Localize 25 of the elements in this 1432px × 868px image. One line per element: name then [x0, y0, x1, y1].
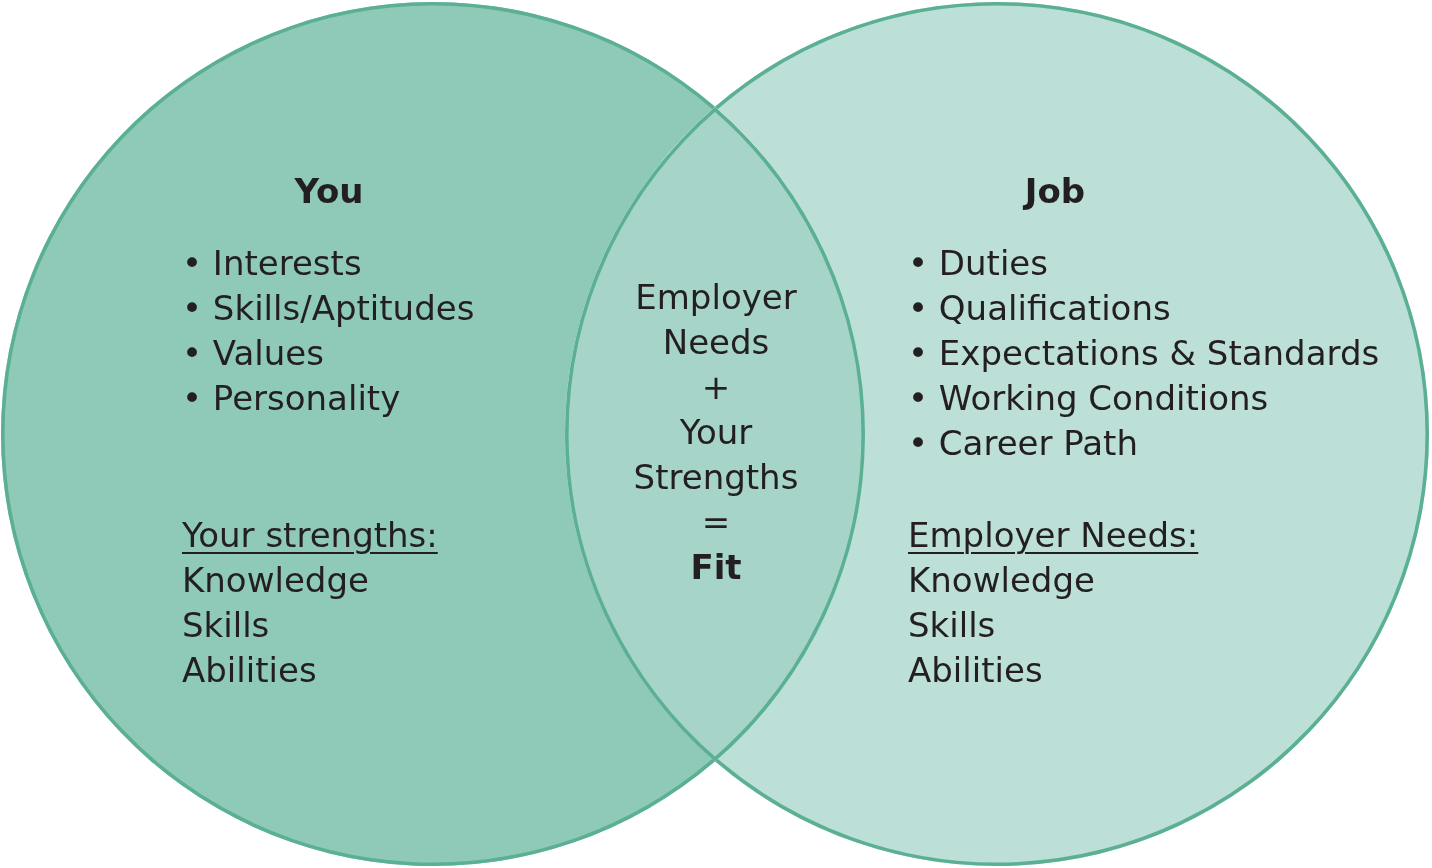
equation-text: Employer Needs: [634, 276, 798, 364]
list-item: • Career Path: [908, 422, 1138, 465]
equation-text: Your Strengths: [632, 411, 800, 499]
list-item: Knowledge: [182, 559, 369, 602]
list-item: • Skills/Aptitudes: [182, 287, 475, 330]
list-item: Knowledge: [908, 559, 1095, 602]
list-item: • Duties: [908, 242, 1048, 285]
result-text: Fit: [690, 546, 742, 589]
list-item: • Qualifications: [908, 287, 1171, 330]
list-item: Abilities: [182, 649, 317, 692]
list-item: • Expectations & Standards: [908, 332, 1380, 375]
list-item: • Personality: [182, 377, 401, 420]
operator-text: =: [701, 501, 731, 544]
list-item: Skills: [182, 604, 270, 647]
operator-text: +: [701, 366, 731, 409]
section-heading: Your strengths:: [182, 514, 438, 557]
section-heading: Employer Needs:: [908, 514, 1199, 557]
list-item: • Working Conditions: [908, 377, 1269, 420]
circle-heading: You: [294, 170, 364, 213]
list-item: Skills: [908, 604, 996, 647]
overlap-region: [565, 106, 865, 762]
circle-heading: Job: [1024, 170, 1086, 213]
list-item: • Values: [182, 332, 324, 375]
list-item: Abilities: [908, 649, 1043, 692]
list-item: • Interests: [182, 242, 362, 285]
